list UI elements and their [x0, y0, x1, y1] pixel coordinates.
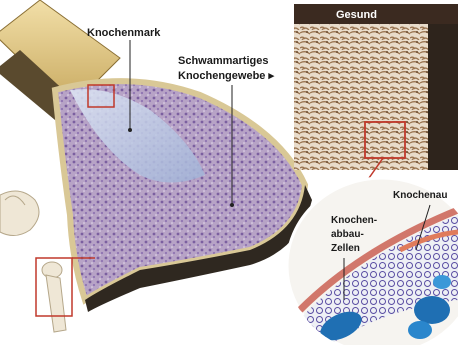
bone-head-cross-section [55, 81, 312, 312]
healthy-label: Gesund [336, 9, 377, 21]
spongy-tissue-label-line2: Knochengewebe ▸ [178, 69, 274, 82]
resorbing-cells-label-line2: abbau- [331, 229, 364, 240]
spongy-tissue-label-line1: Schwammartiges [178, 55, 268, 67]
building-cells-label: Knochenau [393, 190, 447, 201]
bone-marrow-label: Knochenmark [87, 27, 160, 39]
osteoclast-cell [414, 296, 450, 324]
cell-inset [287, 178, 458, 345]
resorbing-cells-label-line1: Knochen- [331, 215, 377, 226]
resorbing-cells-label-line3: Zellen [331, 243, 360, 254]
healthy-bone-inset [294, 4, 458, 188]
